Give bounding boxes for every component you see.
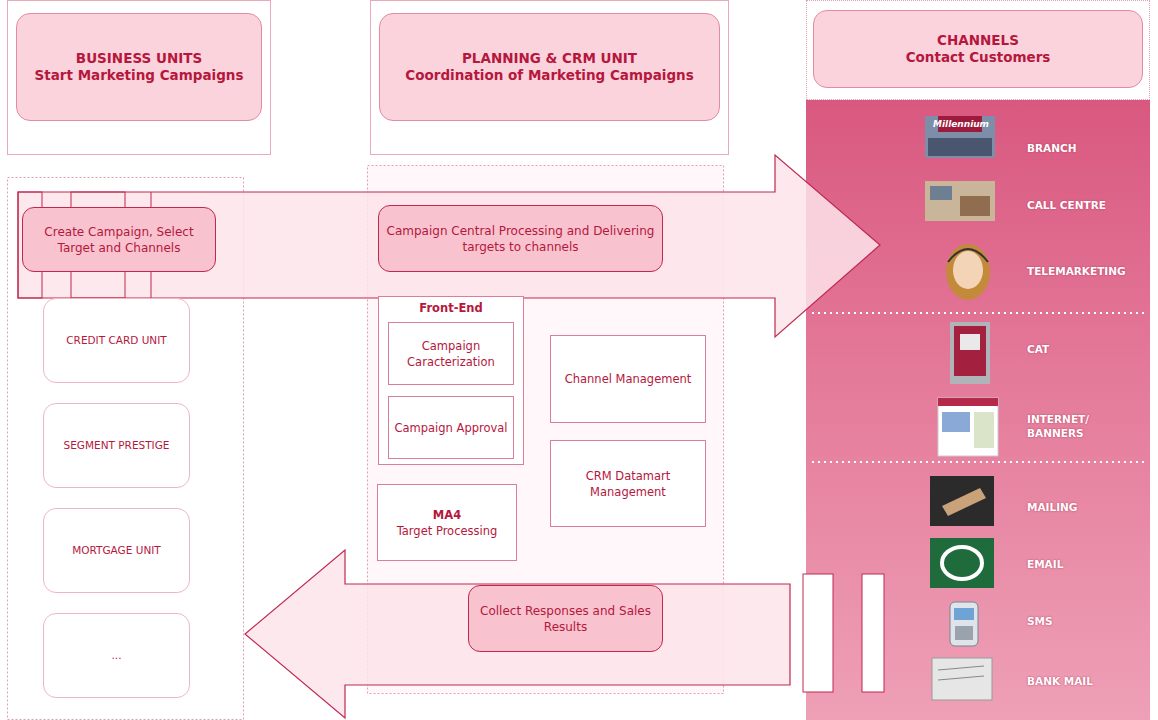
arrow-segment — [862, 574, 884, 692]
channel-label: BANK MAIL — [1027, 674, 1093, 688]
box-heading: BUSINESS UNITS — [76, 50, 202, 67]
channels-panel — [806, 100, 1150, 720]
channel-label: CAT — [1027, 342, 1049, 356]
header-box: PLANNING & CRM UNITCoordination of Marke… — [370, 0, 729, 155]
channel-label: INTERNET/ BANNERS — [1027, 412, 1109, 440]
box-text: MORTGAGE UNIT — [72, 543, 161, 558]
separator — [812, 461, 1146, 463]
internet-icon — [938, 398, 998, 456]
action-box: Campaign Central Processing and Deliveri… — [378, 205, 663, 272]
box-text: CRM Datamart Management — [556, 468, 700, 500]
box-text: Channel Management — [565, 371, 692, 387]
process-box: CRM Datamart Management — [550, 440, 706, 527]
box-heading: CHANNELS — [937, 32, 1019, 49]
process-box: Campaign Caracterization — [388, 322, 514, 385]
process-box: MA4Target Processing — [377, 484, 517, 561]
channel-label: CALL CENTRE — [1027, 198, 1106, 212]
channel-label: TELEMARKETING — [1027, 264, 1126, 278]
box-text: Collect Responses and Sales Results — [475, 603, 656, 635]
unit-box: SEGMENT PRESTIGE — [43, 403, 190, 488]
channel-label: SMS — [1027, 614, 1053, 628]
header-box: BUSINESS UNITSStart Marketing Campaigns — [7, 0, 271, 155]
channel-label: BRANCH — [1027, 141, 1077, 155]
header-panel: CHANNELSContact Customers — [813, 10, 1143, 88]
header-box: CHANNELSContact Customers — [806, 0, 1150, 100]
business-panel — [8, 178, 244, 720]
telemarketing-icon — [946, 244, 990, 300]
bank-mail-icon — [932, 658, 992, 700]
arrow-segment — [803, 574, 833, 692]
box-text: Start Marketing Campaigns — [35, 67, 244, 84]
box-text: Coordination of Marketing Campaigns — [405, 67, 693, 84]
box-text: Target Processing — [397, 523, 498, 539]
box-text: Create Campaign, Select Target and Chann… — [29, 224, 209, 256]
unit-box: ... — [43, 613, 190, 698]
box-text: ... — [111, 648, 121, 663]
group-box: Front-EndCampaign CaracterizationCampaig… — [378, 296, 524, 465]
box-heading: MA4 — [433, 507, 461, 523]
box-text: CREDIT CARD UNIT — [66, 333, 166, 348]
unit-box: CREDIT CARD UNIT — [43, 298, 190, 383]
header-panel: PLANNING & CRM UNITCoordination of Marke… — [379, 13, 720, 121]
header-panel: BUSINESS UNITSStart Marketing Campaigns — [16, 13, 262, 121]
box-text: Contact Customers — [906, 49, 1051, 66]
box-text: Campaign Approval — [394, 420, 507, 436]
box-text: Campaign Central Processing and Deliveri… — [385, 223, 656, 255]
branch-icon — [925, 116, 995, 158]
separator — [812, 312, 1146, 314]
action-box: Create Campaign, Select Target and Chann… — [22, 207, 216, 272]
process-box: Campaign Approval — [388, 396, 514, 459]
cat-icon — [950, 322, 990, 384]
box-text: Campaign Caracterization — [394, 338, 508, 370]
sign-text: Millennium — [933, 118, 989, 130]
mailing-icon — [930, 476, 994, 526]
unit-box: MORTGAGE UNIT — [43, 508, 190, 593]
process-box: Channel Management — [550, 335, 706, 423]
call-centre-icon — [925, 181, 995, 221]
sms-icon — [950, 602, 978, 646]
flow-arrow-left — [245, 550, 790, 718]
action-box: Collect Responses and Sales Results — [468, 585, 663, 652]
channel-label: MAILING — [1027, 500, 1078, 514]
box-text: Front-End — [379, 300, 523, 316]
box-text: SEGMENT PRESTIGE — [64, 438, 170, 453]
channel-label: EMAIL — [1027, 557, 1063, 571]
email-icon — [930, 538, 994, 588]
box-heading: PLANNING & CRM UNIT — [462, 50, 637, 67]
